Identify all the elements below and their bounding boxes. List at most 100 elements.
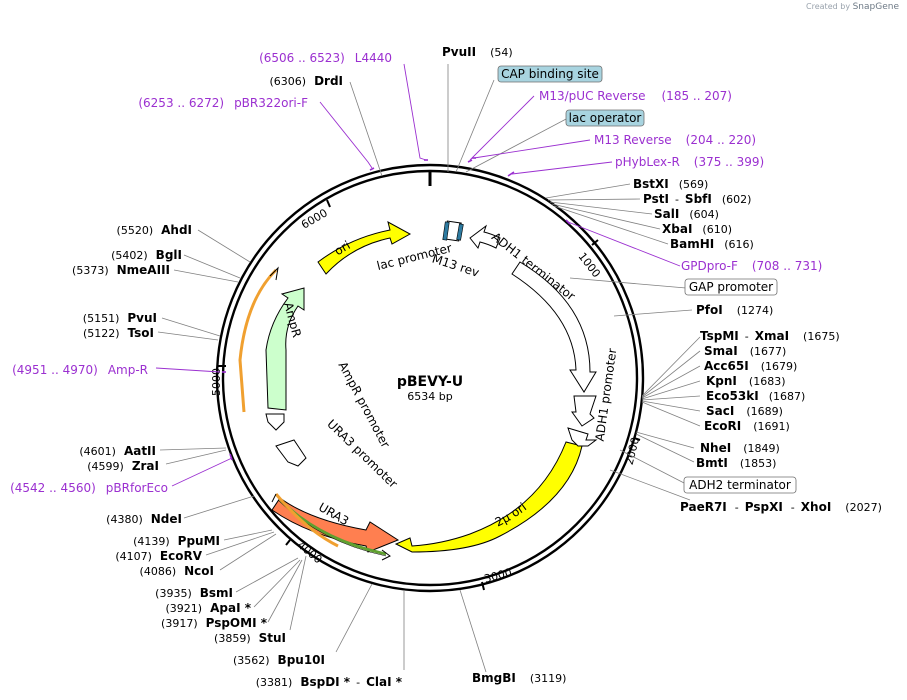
primer-mark-pbr322: [369, 167, 375, 171]
enzyme-bsmi[interactable]: (3935)BsmI: [155, 586, 233, 600]
enzyme-pvui[interactable]: (5151)PvuI: [83, 311, 157, 325]
enzyme-ncoi[interactable]: (4086)NcoI: [140, 564, 214, 578]
primer-amp-r[interactable]: (4951 .. 4970)Amp-R: [12, 363, 148, 377]
enzyme-nhei[interactable]: NheI(1849): [700, 441, 780, 455]
leader-adh2: [619, 449, 687, 485]
enzyme-saci[interactable]: SacI(1689): [706, 404, 783, 418]
enzyme-ecori[interactable]: EcoRI(1691): [704, 419, 790, 433]
adh2-terminator-box[interactable]: [683, 476, 797, 494]
leader-ndei: [183, 495, 255, 519]
enzyme-bspdi-clai[interactable]: (3381)BspDI *-ClaI *: [256, 675, 403, 689]
enzyme-bstxi[interactable]: BstXI(569): [633, 177, 708, 191]
primer-line-pbrforeco: [171, 457, 233, 487]
enzyme-bmti[interactable]: BmtI(1853): [696, 456, 776, 470]
primer-pbrforeco[interactable]: (4542 .. 4560)pBRforEco: [10, 481, 168, 495]
2mu-ori-arrow[interactable]: [394, 441, 583, 553]
enzyme-psti-sbfi[interactable]: PstI-SbfI(602): [643, 192, 751, 206]
leader-xbai: [551, 203, 661, 230]
adh2-terminator-label: ADH2 terminator: [689, 478, 791, 492]
enzyme-tsoi[interactable]: (5122)TsoI: [83, 326, 154, 340]
enzyme-bamhi[interactable]: BamHI(616): [670, 237, 754, 251]
tick-mark-2000: [633, 437, 641, 441]
enzyme-pspomi[interactable]: (3917)PspOMI *: [161, 616, 268, 630]
leader-eco53ki: [641, 395, 701, 401]
enzyme-stui[interactable]: (3859)StuI: [214, 631, 286, 645]
ura3-aux-orf-arrowhead: [271, 493, 277, 503]
enzyme-pvuii[interactable]: PvuII(54): [442, 45, 513, 59]
primer-line-pbr322: [319, 101, 373, 169]
leader-bamhi: [553, 205, 669, 245]
ura3-promoter-arrow[interactable]: [275, 439, 307, 467]
primer-lines: [155, 63, 681, 487]
leader-lac-op: [465, 117, 569, 173]
enzyme-ppumi[interactable]: (4139)PpuMI: [133, 534, 220, 548]
enzyme-bpu10i[interactable]: (3562)Bpu10I: [233, 653, 325, 667]
gap-promoter-label: GAP promoter: [689, 280, 773, 294]
primer-m13-puc-reverse[interactable]: M13/pUC Reverse(185 .. 207): [539, 89, 732, 103]
leader-pvui: [161, 317, 221, 337]
enzyme-drdi[interactable]: (6306)DrdI: [269, 74, 343, 88]
ampr-orf-arrowhead: [269, 266, 279, 281]
tick-mark-1000: [591, 239, 599, 246]
enzyme-nmeaiii[interactable]: (5373)NmeAIII: [72, 263, 170, 277]
enzyme-smai[interactable]: SmaI(1677): [704, 344, 786, 358]
leader-ppumi: [223, 529, 273, 541]
adh2-terminator-arrow[interactable]: [567, 427, 598, 447]
enzyme-paer7i-pspxi-xhoi[interactable]: PaeR7I-PspXI-XhoI(2027): [680, 500, 882, 514]
snapgene-credit: Created by SnapGene: [806, 2, 899, 12]
lac-operator-box[interactable]: [565, 109, 645, 127]
primer-line-m13rev: [473, 139, 591, 159]
lac-operator-block[interactable]: [456, 223, 464, 241]
boxed-feature-labels: CAP binding site lac operator GAP promot…: [497, 65, 797, 494]
primer-line-l4440: [403, 63, 427, 161]
enzyme-pfoi[interactable]: PfoI(1274): [696, 303, 773, 317]
adh1-terminator-arrow[interactable]: [469, 224, 501, 250]
leader-bsmi: [235, 557, 299, 593]
leader-kpni: [641, 380, 701, 400]
adh1-terminator-label: ADH1 terminator: [489, 230, 578, 304]
enzyme-acc65i[interactable]: Acc65I(1679): [704, 359, 797, 373]
leader-paer7i: [609, 469, 691, 501]
enzyme-bgli[interactable]: (5402)BglI: [111, 248, 182, 262]
enzyme-kpni[interactable]: KpnI(1683): [706, 374, 785, 388]
primer-l4440[interactable]: (6506 .. 6523)L4440: [259, 51, 392, 65]
tick-mark-3000: [481, 581, 485, 591]
cap-site-block[interactable]: [442, 221, 450, 241]
enzyme-apai[interactable]: (3921)ApaI *: [166, 601, 252, 615]
primer-mark-pbrforeco: [229, 453, 233, 461]
gap-promoter-box[interactable]: [684, 278, 778, 296]
enzyme-ecorv[interactable]: (4107)EcoRV: [115, 549, 202, 563]
primer-line-m13puc: [469, 95, 535, 161]
leader-bpu10i: [335, 583, 373, 653]
leader-nmeaiii: [173, 269, 239, 283]
leader-bmgbi: [459, 589, 487, 673]
gap-promoter-arrow[interactable]: [511, 261, 597, 393]
ampr-promoter-arrow[interactable]: [265, 413, 285, 431]
enzyme-ndei[interactable]: (4380)NdeI: [106, 512, 182, 526]
enzyme-tspmi-xmai[interactable]: TspMI-XmaI(1675): [700, 329, 840, 343]
enzyme-xbai[interactable]: XbaI(610): [662, 222, 732, 236]
tick-2000: 2000: [623, 436, 642, 466]
enzyme-sali[interactable]: SalI(604): [654, 207, 719, 221]
ura3-arrow[interactable]: [271, 497, 400, 553]
primer-m13-reverse[interactable]: M13 Reverse(204 .. 220): [594, 133, 756, 147]
primer-pbr322ori-f[interactable]: (6253 .. 6272)pBR322ori-F: [138, 96, 308, 110]
ori-arrow[interactable]: [317, 221, 412, 275]
leader-ncoi: [219, 533, 277, 571]
ampr-arrow[interactable]: [265, 287, 305, 411]
primer-mark-m13puc: [467, 159, 473, 163]
primer-gpdpro-f[interactable]: GPDpro-F(708 .. 731): [681, 259, 822, 273]
leader-pfoi: [613, 309, 693, 317]
enzyme-bmgbi[interactable]: BmgBI(3119): [472, 671, 566, 685]
leader-tsoi: [157, 331, 219, 341]
enzyme-eco53ki[interactable]: Eco53kI(1687): [706, 389, 805, 403]
primer-phyblex-r[interactable]: pHybLex-R(375 .. 399): [615, 155, 764, 169]
adh1-promoter-arrow[interactable]: [571, 395, 597, 427]
enzyme-zrai[interactable]: (4599)ZraI: [87, 459, 159, 473]
cap-binding-site-box[interactable]: [497, 65, 603, 83]
leader-sali: [549, 201, 653, 215]
enzyme-ahdi[interactable]: (5520)AhdI: [117, 223, 192, 237]
enzyme-aatii[interactable]: (4601)AatII: [79, 444, 156, 458]
leader-tspmi: [641, 336, 701, 397]
plasmid-name: pBEVY-U: [397, 374, 463, 390]
